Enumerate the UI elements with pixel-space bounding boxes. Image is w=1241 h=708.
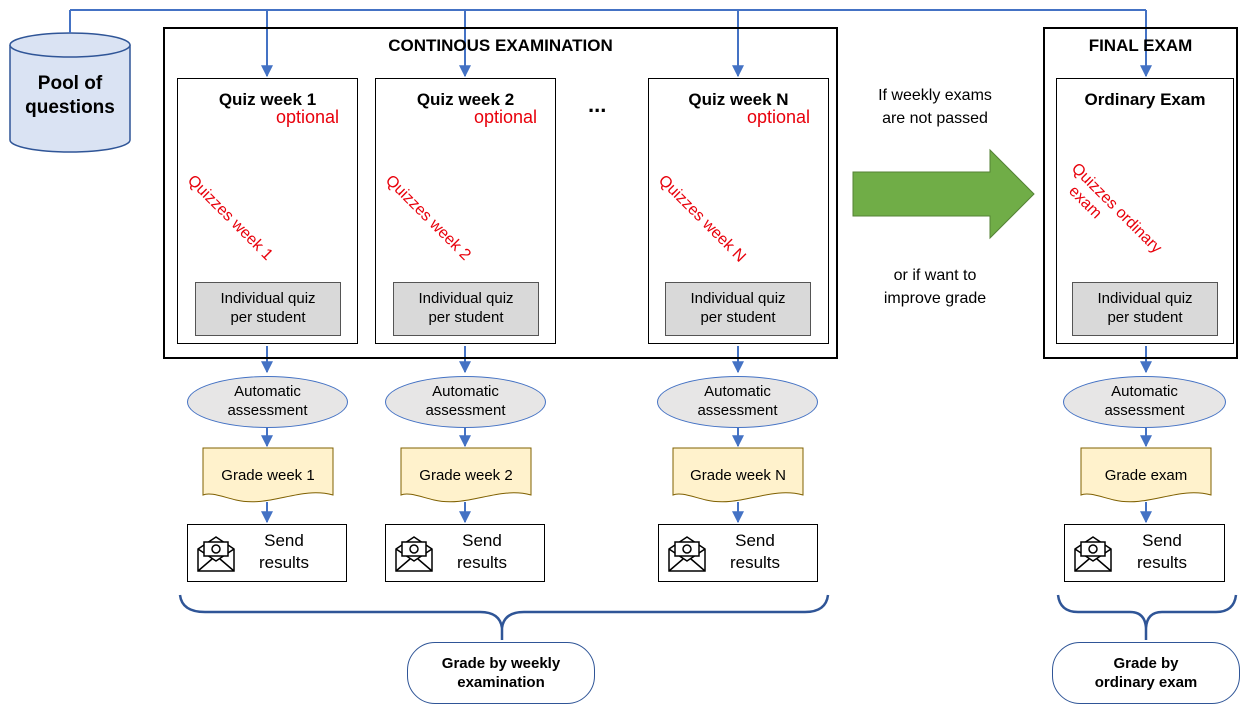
transition-condition-bottom: or if want to improve grade bbox=[846, 264, 1024, 310]
result-line2: examination bbox=[457, 674, 545, 691]
assess-line2: assessment bbox=[227, 402, 308, 419]
transition-line4: improve grade bbox=[883, 290, 987, 308]
envelope-icon bbox=[666, 532, 708, 574]
send-line1: Send bbox=[462, 531, 502, 550]
grade-label: Grade week N bbox=[690, 467, 786, 484]
envelope-icon bbox=[1072, 532, 1114, 574]
send-results-text: Send results bbox=[715, 530, 795, 574]
brace-continuous bbox=[178, 594, 830, 640]
final-exam-section bbox=[1043, 27, 1238, 359]
transition-line2: are not passed bbox=[882, 110, 988, 128]
individual-line1: Individual quiz bbox=[690, 290, 786, 308]
pool-label-line2: questions bbox=[25, 96, 115, 118]
assess-line1: Automatic bbox=[234, 383, 301, 401]
individual-line2: per student bbox=[428, 309, 504, 326]
send-line2: results bbox=[456, 553, 508, 573]
send-line1: Send bbox=[735, 531, 775, 550]
grade-label: Grade week 2 bbox=[419, 467, 513, 484]
individual-line1: Individual quiz bbox=[418, 290, 514, 308]
send-results-text: Send results bbox=[442, 530, 522, 574]
optional-label: optional bbox=[276, 107, 340, 127]
send-line1: Send bbox=[1142, 531, 1182, 550]
individual-line1: Individual quiz bbox=[1097, 290, 1193, 308]
distribution-connectors bbox=[69, 9, 1152, 78]
assess-line1: Automatic bbox=[432, 383, 499, 401]
transition-line3: or if want to bbox=[893, 267, 977, 284]
quiz-title: Ordinary Exam bbox=[1084, 90, 1206, 109]
optional-label: optional bbox=[747, 107, 811, 127]
transition-condition-top: If weekly exams are not passed bbox=[846, 84, 1024, 130]
grade-label: Grade week 1 bbox=[221, 467, 315, 484]
individual-line2: per student bbox=[700, 309, 776, 326]
transition-arrow bbox=[852, 148, 1035, 240]
ellipsis: ... bbox=[588, 92, 607, 117]
send-results-text: Send results bbox=[1122, 530, 1202, 574]
continuous-examination-title: CONTINOUS EXAMINATION bbox=[388, 36, 613, 55]
quiz-title: Quiz week N bbox=[688, 90, 789, 109]
send-line2: results bbox=[729, 553, 781, 573]
result-line2: ordinary exam bbox=[1094, 674, 1198, 691]
grade-by-ordinary-exam: Grade by ordinary exam bbox=[1052, 642, 1240, 704]
grade-shapes bbox=[202, 447, 1212, 503]
optional-label: optional bbox=[474, 107, 538, 127]
envelope-icon bbox=[195, 532, 237, 574]
brace-final bbox=[1056, 594, 1238, 640]
assess-line2: assessment bbox=[1104, 402, 1185, 419]
send-results-text: Send results bbox=[244, 530, 324, 574]
assess-line1: Automatic bbox=[704, 383, 771, 401]
transition-line1: If weekly exams bbox=[878, 87, 992, 104]
assess-line2: assessment bbox=[697, 402, 778, 419]
pool-label: Pool of questions bbox=[14, 72, 126, 120]
grade-by-weekly-examination: Grade by weekly examination bbox=[407, 642, 595, 704]
send-line2: results bbox=[258, 553, 310, 573]
continuous-examination-section bbox=[163, 27, 838, 359]
assess-line1: Automatic bbox=[1111, 383, 1178, 401]
grade-label: Grade exam bbox=[1104, 467, 1188, 484]
individual-line2: per student bbox=[230, 309, 306, 326]
individual-line1: Individual quiz bbox=[220, 290, 316, 308]
quiz-title: Quiz week 2 bbox=[416, 90, 515, 109]
envelope-icon bbox=[393, 532, 435, 574]
quiz-title: Quiz week 1 bbox=[218, 90, 317, 109]
result-line1: Grade by bbox=[1113, 654, 1179, 672]
pool-label-line1: Pool of bbox=[37, 73, 103, 94]
final-exam-title: FINAL EXAM bbox=[1088, 36, 1193, 55]
send-line2: results bbox=[1136, 553, 1188, 573]
send-line1: Send bbox=[264, 531, 304, 550]
assess-line2: assessment bbox=[425, 402, 506, 419]
individual-line2: per student bbox=[1107, 309, 1183, 326]
flow-connectors bbox=[261, 346, 1152, 524]
result-line1: Grade by weekly bbox=[441, 654, 561, 672]
